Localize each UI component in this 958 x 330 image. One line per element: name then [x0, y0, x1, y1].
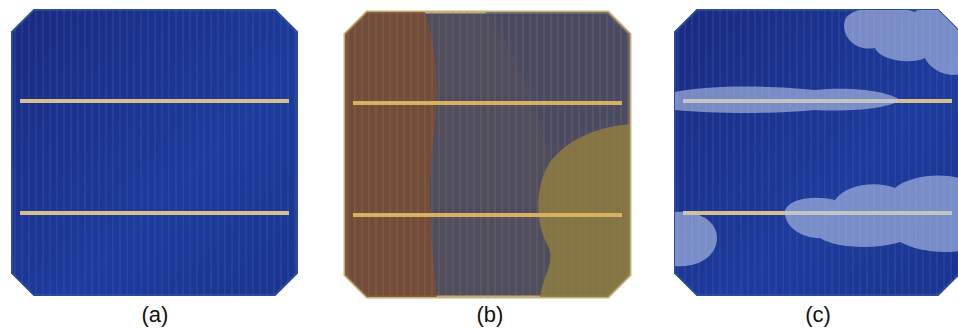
cell-shaded: [675, 6, 958, 295]
cell-clean: [12, 10, 297, 295]
cell-soiled: [345, 12, 630, 297]
panel-label: (a): [115, 302, 195, 328]
shade-patches: [675, 6, 958, 266]
panel-label: (b): [450, 302, 530, 328]
panel-label: (c): [778, 302, 858, 328]
